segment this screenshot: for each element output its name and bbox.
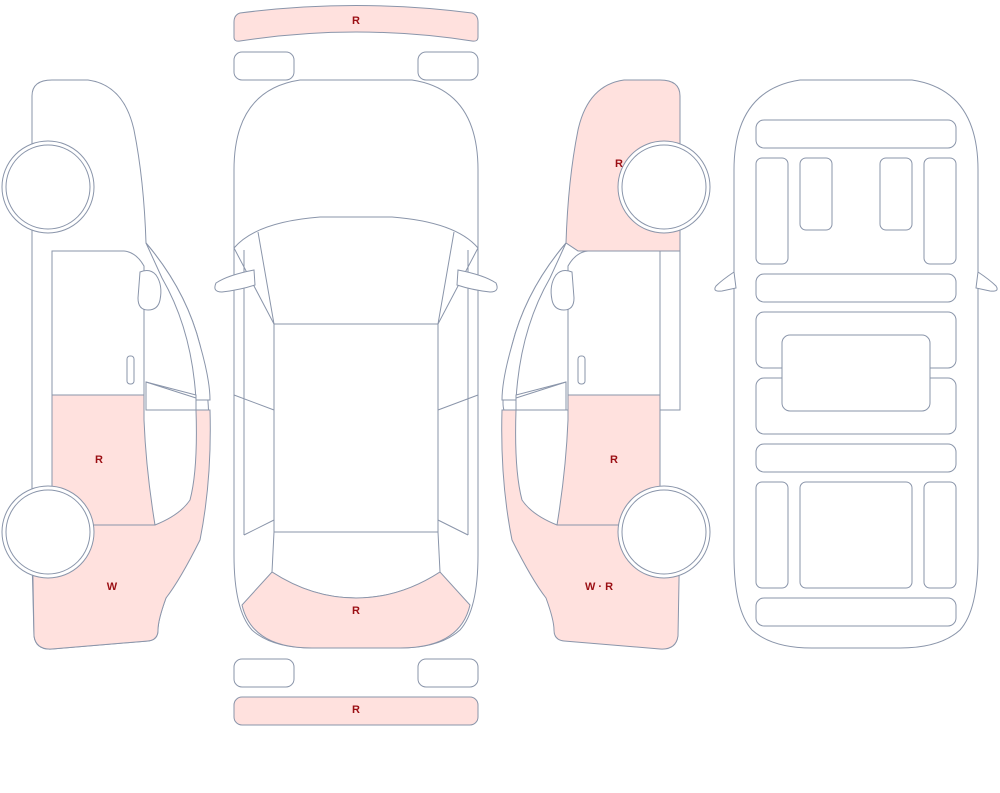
left-windshield[interactable] xyxy=(145,242,211,401)
rear-right-seat[interactable] xyxy=(923,481,957,589)
front-right-light[interactable] xyxy=(417,51,479,81)
rear-bench[interactable] xyxy=(799,481,913,589)
top-windshield[interactable] xyxy=(233,216,479,325)
right-door-handle[interactable] xyxy=(577,355,586,385)
left-rear-wheel[interactable] xyxy=(5,489,91,575)
right-front-wheel[interactable] xyxy=(621,144,707,230)
left-rear-door-label: R xyxy=(95,454,103,466)
front-bumper-panel[interactable] xyxy=(233,5,479,42)
right-windshield[interactable] xyxy=(501,242,567,401)
left-rear-quarter[interactable] xyxy=(31,409,211,650)
top-left-pillars xyxy=(233,231,275,536)
left-front-wheel[interactable] xyxy=(5,144,91,230)
right-mirror[interactable] xyxy=(550,270,575,311)
top-roof[interactable] xyxy=(273,323,439,533)
underside-right-mirror[interactable] xyxy=(975,271,998,292)
left-rear-quarter-label: W xyxy=(107,581,118,593)
left-front-door[interactable] xyxy=(51,250,145,396)
left-rear-window[interactable] xyxy=(145,381,197,411)
top-view xyxy=(214,79,498,649)
front-left-seat[interactable] xyxy=(799,157,833,231)
left-side-view xyxy=(1,79,211,650)
top-right-pillars xyxy=(437,231,479,536)
rear-floor[interactable] xyxy=(755,443,957,473)
front-left-light[interactable] xyxy=(233,51,295,81)
rear-bumper-panel[interactable] xyxy=(233,696,479,726)
front-left-seat-panel[interactable] xyxy=(755,157,789,265)
left-pillar-line xyxy=(145,381,197,399)
left-door-handle[interactable] xyxy=(126,355,135,385)
rear-bumper-label: R xyxy=(352,704,360,716)
cargo-area[interactable] xyxy=(755,597,957,627)
center-console[interactable] xyxy=(781,334,931,412)
top-right-mirror[interactable] xyxy=(456,269,498,293)
right-front-fender-label: R xyxy=(615,158,623,170)
right-front-door[interactable] xyxy=(567,250,661,396)
right-rear-quarter-label: W · R xyxy=(585,581,613,593)
front-right-seat-panel[interactable] xyxy=(923,157,957,265)
top-rear-panel[interactable] xyxy=(241,571,471,649)
underside-view xyxy=(714,79,998,649)
right-rear-quarter[interactable] xyxy=(501,409,681,650)
right-rear-window[interactable] xyxy=(515,381,567,411)
underside-left-mirror[interactable] xyxy=(714,271,737,292)
front-floor[interactable] xyxy=(755,273,957,303)
rear-left-light[interactable] xyxy=(233,658,295,688)
front-bumper-label: R xyxy=(352,15,360,27)
right-rear-wheel[interactable] xyxy=(621,489,707,575)
right-rear-door-label: R xyxy=(610,454,618,466)
right-side-view xyxy=(501,79,711,650)
rear-right-light[interactable] xyxy=(417,658,479,688)
rear-left-seat[interactable] xyxy=(755,481,789,589)
top-left-mirror[interactable] xyxy=(214,269,256,293)
front-right-seat[interactable] xyxy=(879,157,913,231)
left-mirror[interactable] xyxy=(137,270,162,311)
dashboard[interactable] xyxy=(755,119,957,149)
top-rear-label: R xyxy=(352,605,360,617)
right-pillar-line xyxy=(515,251,661,525)
